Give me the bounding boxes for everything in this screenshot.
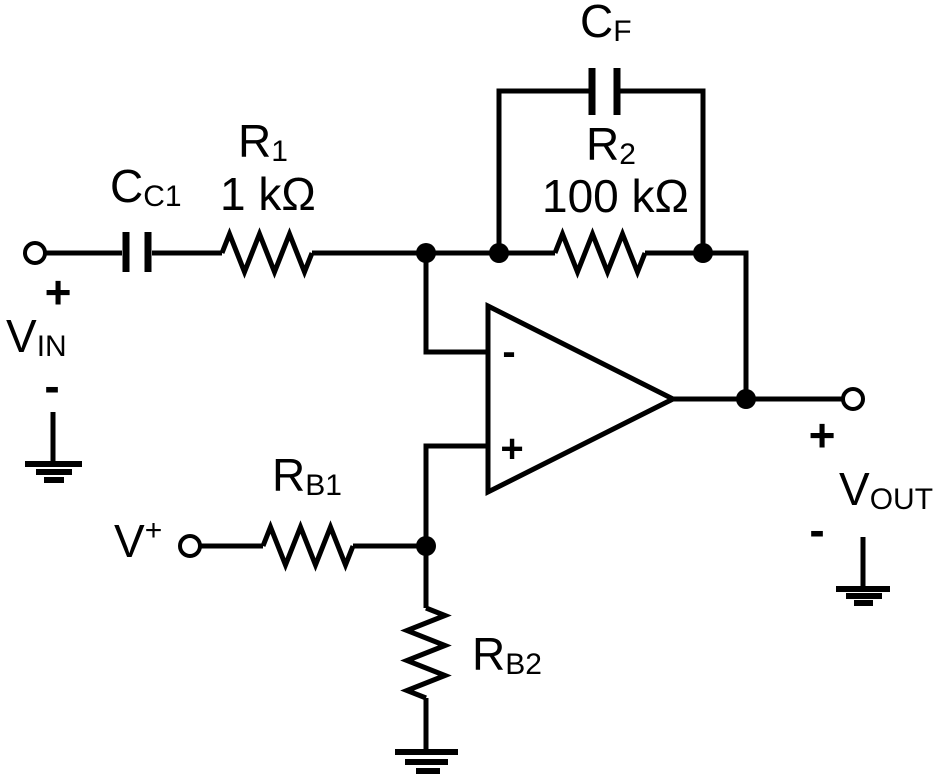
r1-resistor (219, 227, 315, 279)
vin-terminal (23, 241, 47, 265)
rb2-resistor (400, 605, 452, 701)
terminals (23, 241, 865, 558)
r2-value: 100 kΩ (542, 170, 689, 222)
opamp-noninverting-sign: + (500, 427, 523, 471)
r1-value: 1 kΩ (220, 168, 316, 220)
vout-terminal (841, 387, 865, 411)
rb1-label: RB1 (272, 449, 342, 502)
wire-r2-to-output-node (645, 250, 749, 399)
labels: CC1 R1 1 kΩ CF R2 100 kΩ RB1 RB2 (110, 0, 689, 681)
cc1-capacitor (122, 232, 152, 272)
cf-label: CF (580, 0, 632, 48)
vin-ground-symbol (25, 461, 82, 483)
opamp: - + (485, 301, 679, 497)
vin-label: VIN (6, 310, 67, 363)
vin-minus-sign: - (44, 360, 59, 412)
vout-label: VOUT (839, 463, 933, 516)
opamp-inverting-sign: - (502, 330, 515, 374)
r1-label: R1 (238, 115, 288, 168)
wire-cf-right-branch (620, 88, 706, 253)
junction-dot-inverting-node (416, 243, 436, 263)
opamp-triangle (485, 301, 679, 497)
wires (45, 88, 866, 750)
r2-label: R2 (586, 118, 636, 171)
grounds (25, 461, 890, 774)
vout-minus-sign: - (809, 504, 824, 556)
vplus-label: V+ (114, 514, 162, 567)
junction-dot-bias-node (416, 536, 436, 556)
cc1-label: CC1 (110, 160, 182, 213)
r2-resistor (552, 227, 648, 279)
junction-dot-feedback-left (489, 243, 509, 263)
wire-noninverting-input (423, 443, 488, 546)
rb2-ground-symbol (395, 749, 458, 774)
wire-inverting-input (423, 253, 488, 355)
junction-dots (416, 243, 756, 556)
vout-plus-sign: + (809, 409, 836, 461)
terminal-labels: + VIN - V+ + VOUT - (6, 266, 933, 567)
rb2-label: RB2 (472, 628, 542, 681)
capacitors (122, 68, 621, 272)
vin-plus-sign: + (45, 266, 72, 318)
vplus-terminal (178, 534, 202, 558)
vout-ground-symbol (836, 586, 890, 606)
junction-dot-output (736, 389, 756, 409)
resistors (219, 227, 648, 701)
rb1-resistor (260, 520, 356, 572)
cf-capacitor (588, 68, 621, 115)
wire-cf-left-branch (496, 88, 589, 253)
junction-dot-feedback-right (693, 243, 713, 263)
